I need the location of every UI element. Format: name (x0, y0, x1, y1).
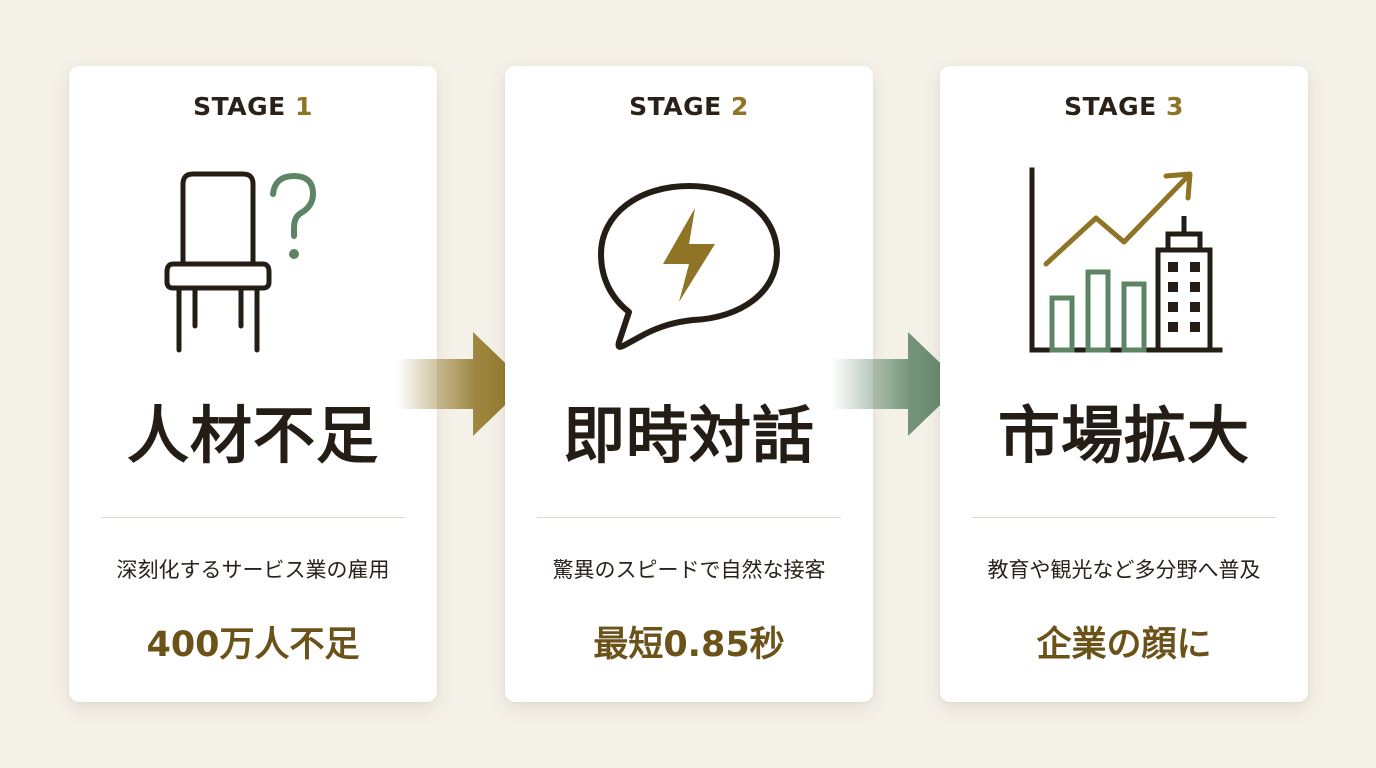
speech-lightning-icon (598, 183, 780, 350)
stage-number: 2 (730, 92, 749, 121)
stage-card-1: STAGE 1 人材不足 深刻化するサービス業の雇用 400万人不足 (69, 66, 437, 702)
stage-word: STAGE (629, 92, 722, 121)
stage-title: 市場拡大 (997, 399, 1250, 472)
divider (101, 517, 405, 518)
stage-word: STAGE (1064, 92, 1157, 121)
stage-title: 人材不足 (126, 399, 379, 472)
divider (537, 517, 841, 518)
stage-description: 教育や観光など多分野へ普及 (987, 558, 1261, 582)
stage-description: 驚異のスピードで自然な接客 (552, 558, 826, 582)
stage-word: STAGE (193, 92, 286, 121)
chair-question-icon (164, 171, 317, 353)
stage-highlight: 最短0.85秒 (593, 625, 785, 665)
stage-highlight: 400万人不足 (146, 625, 360, 665)
growth-chart-building-icon (1029, 167, 1223, 353)
stage-description: 深刻化するサービス業の雇用 (116, 558, 390, 582)
divider (972, 517, 1276, 518)
arrow-right-icon (397, 332, 527, 436)
stage-label: STAGE 3 (940, 92, 1308, 121)
stage-number: 3 (1165, 92, 1184, 121)
stage-card-3: STAGE 3 (940, 66, 1308, 702)
arrow-right-icon (832, 332, 962, 436)
stage-highlight: 企業の顔に (1036, 625, 1212, 665)
stage-card-2: STAGE 2 即時対話 驚異のスピードで自然な接客 最短0.85秒 (505, 66, 873, 702)
stage-number: 1 (294, 92, 313, 121)
stage-label: STAGE 1 (69, 92, 437, 121)
stage-label: STAGE 2 (505, 92, 873, 121)
stage-title: 即時対話 (562, 399, 815, 472)
